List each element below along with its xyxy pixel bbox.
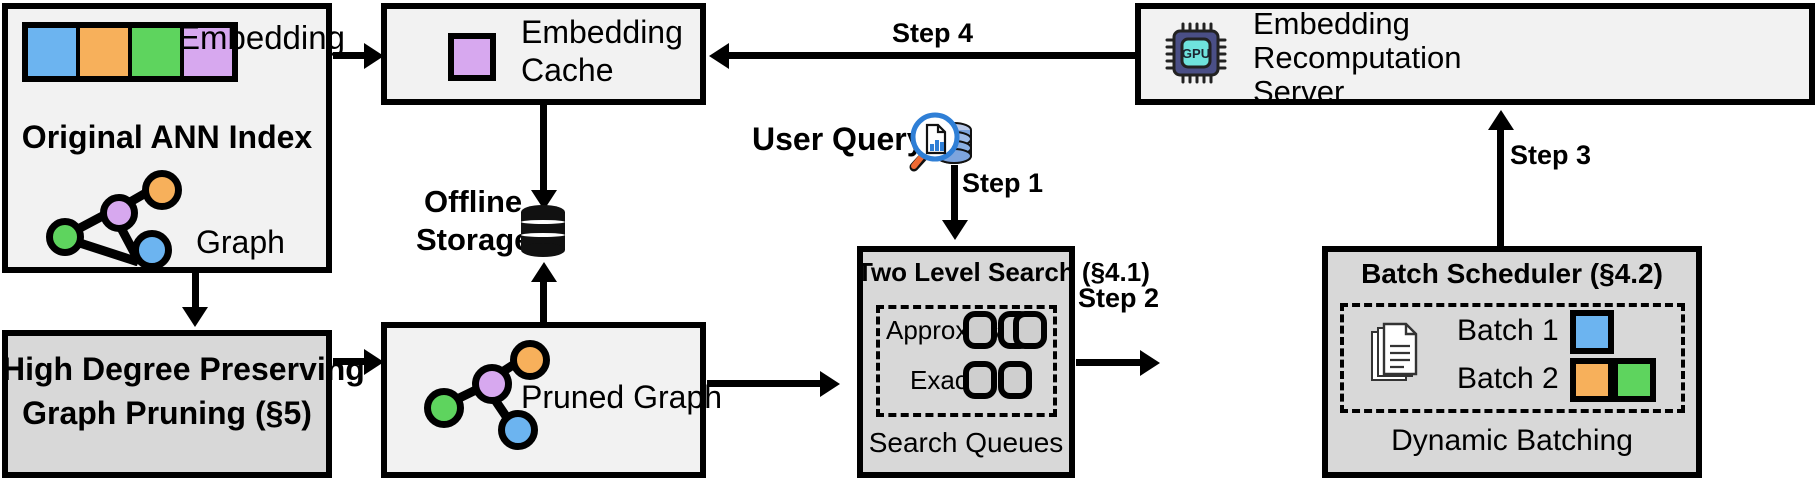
graph-node-purple bbox=[100, 194, 138, 232]
connector-step2 bbox=[1076, 359, 1148, 366]
arrow-index-to-pruning bbox=[182, 307, 208, 327]
search-queues-panel bbox=[876, 305, 1057, 417]
dynamic-batching-panel bbox=[1340, 303, 1685, 413]
embedding-vector-strip bbox=[22, 22, 238, 82]
graph-node-orange bbox=[510, 340, 550, 380]
embedding-cache-box bbox=[381, 3, 706, 105]
batch-2-swatch-orange bbox=[1570, 358, 1614, 402]
arrow-step2 bbox=[1140, 350, 1160, 376]
exact-queue-chip-2 bbox=[998, 361, 1032, 399]
gpu-icon-text: GPU bbox=[1182, 46, 1210, 61]
batch-1-label: Batch 1 bbox=[1457, 314, 1559, 347]
embedding-cell-orange bbox=[80, 28, 132, 76]
graph-pruning-title-line2: Graph Pruning (§5) bbox=[22, 395, 312, 431]
embedding-cell-purple bbox=[184, 28, 232, 76]
arrow-pruning-to-prunedgraph bbox=[364, 349, 384, 375]
connector-step3 bbox=[1497, 128, 1504, 246]
connector-prunedgraph-to-storage bbox=[540, 280, 547, 322]
graph-node-green bbox=[46, 218, 84, 256]
connector-step1 bbox=[951, 165, 958, 223]
pruned-graph-label: Pruned Graph bbox=[521, 379, 723, 415]
connector-cache-to-storage bbox=[540, 105, 547, 193]
approximate-queue-chip-3 bbox=[1013, 311, 1047, 349]
two-level-search-box bbox=[857, 246, 1075, 478]
arrow-step4 bbox=[709, 43, 729, 69]
batch-2-label: Batch 2 bbox=[1457, 362, 1559, 395]
graph-node-green bbox=[424, 388, 464, 428]
graph-pruning-box bbox=[2, 330, 332, 478]
offline-storage-label-line2: Storage bbox=[416, 222, 532, 257]
batch-scheduler-title: Batch Scheduler (§4.2) bbox=[1361, 258, 1663, 289]
connector-step4 bbox=[728, 52, 1138, 59]
recomputation-server-line3: Server bbox=[1253, 74, 1345, 109]
arrow-prunedgraph-to-search bbox=[820, 371, 840, 397]
embedding-cell-green bbox=[132, 28, 184, 76]
connector-prunedgraph-to-search bbox=[707, 380, 827, 387]
embedding-cache-label-line1: Embedding bbox=[521, 14, 683, 50]
recomputation-server-line1: Embedding bbox=[1253, 6, 1410, 41]
embedding-cache-label-line2: Cache bbox=[521, 52, 614, 88]
connector-index-to-pruning bbox=[192, 273, 199, 309]
connector-pruning-to-prunedgraph bbox=[333, 358, 371, 365]
original-ann-index-title: Original ANN Index bbox=[21, 119, 313, 155]
documents-icon bbox=[1371, 322, 1418, 381]
graph-node-orange bbox=[142, 170, 182, 210]
offline-storage-label-line1: Offline bbox=[424, 184, 523, 219]
exact-queue-chip-1 bbox=[963, 361, 997, 399]
step2-label: Step 2 bbox=[1078, 283, 1160, 313]
arrow-step1 bbox=[942, 220, 968, 240]
search-document-database-icon bbox=[909, 112, 972, 172]
arrow-prunedgraph-to-storage bbox=[531, 262, 557, 282]
dynamic-batching-caption: Dynamic Batching bbox=[1391, 424, 1633, 457]
database-icon bbox=[521, 205, 565, 257]
gpu-chip-icon: GPU bbox=[1165, 22, 1227, 84]
batch-2-swatch-green bbox=[1612, 358, 1656, 402]
step4-label: Step 4 bbox=[892, 18, 974, 48]
original-index-graph bbox=[38, 168, 182, 270]
batch-1-swatch-blue bbox=[1570, 310, 1614, 354]
step3-label: Step 3 bbox=[1510, 140, 1592, 170]
approximate-queue-chip-1 bbox=[963, 311, 997, 349]
graph-pruning-title-line1: High Degree Preserving bbox=[2, 351, 365, 387]
embedding-label: Embedding bbox=[178, 19, 345, 56]
recomputation-server-line2: Recomputation bbox=[1253, 40, 1462, 75]
embedding-cache-swatch bbox=[448, 33, 496, 81]
arrow-step3 bbox=[1488, 110, 1514, 130]
pruned-graph-widget bbox=[410, 340, 550, 450]
recomputation-server-box bbox=[1135, 3, 1815, 105]
user-query-label: User Query bbox=[752, 121, 925, 157]
graph-node-blue bbox=[132, 230, 172, 270]
search-queues-caption: Search Queues bbox=[868, 427, 1064, 458]
embedding-cell-blue bbox=[28, 28, 80, 76]
graph-node-blue bbox=[498, 410, 538, 450]
connector-index-to-cache bbox=[333, 52, 371, 59]
arrow-index-to-cache bbox=[364, 43, 384, 69]
step1-label: Step 1 bbox=[962, 168, 1044, 198]
graph-label: Graph bbox=[196, 224, 285, 260]
graph-node-purple bbox=[472, 364, 512, 404]
two-level-search-title: Two Level Search (§4.1) bbox=[857, 257, 1150, 287]
